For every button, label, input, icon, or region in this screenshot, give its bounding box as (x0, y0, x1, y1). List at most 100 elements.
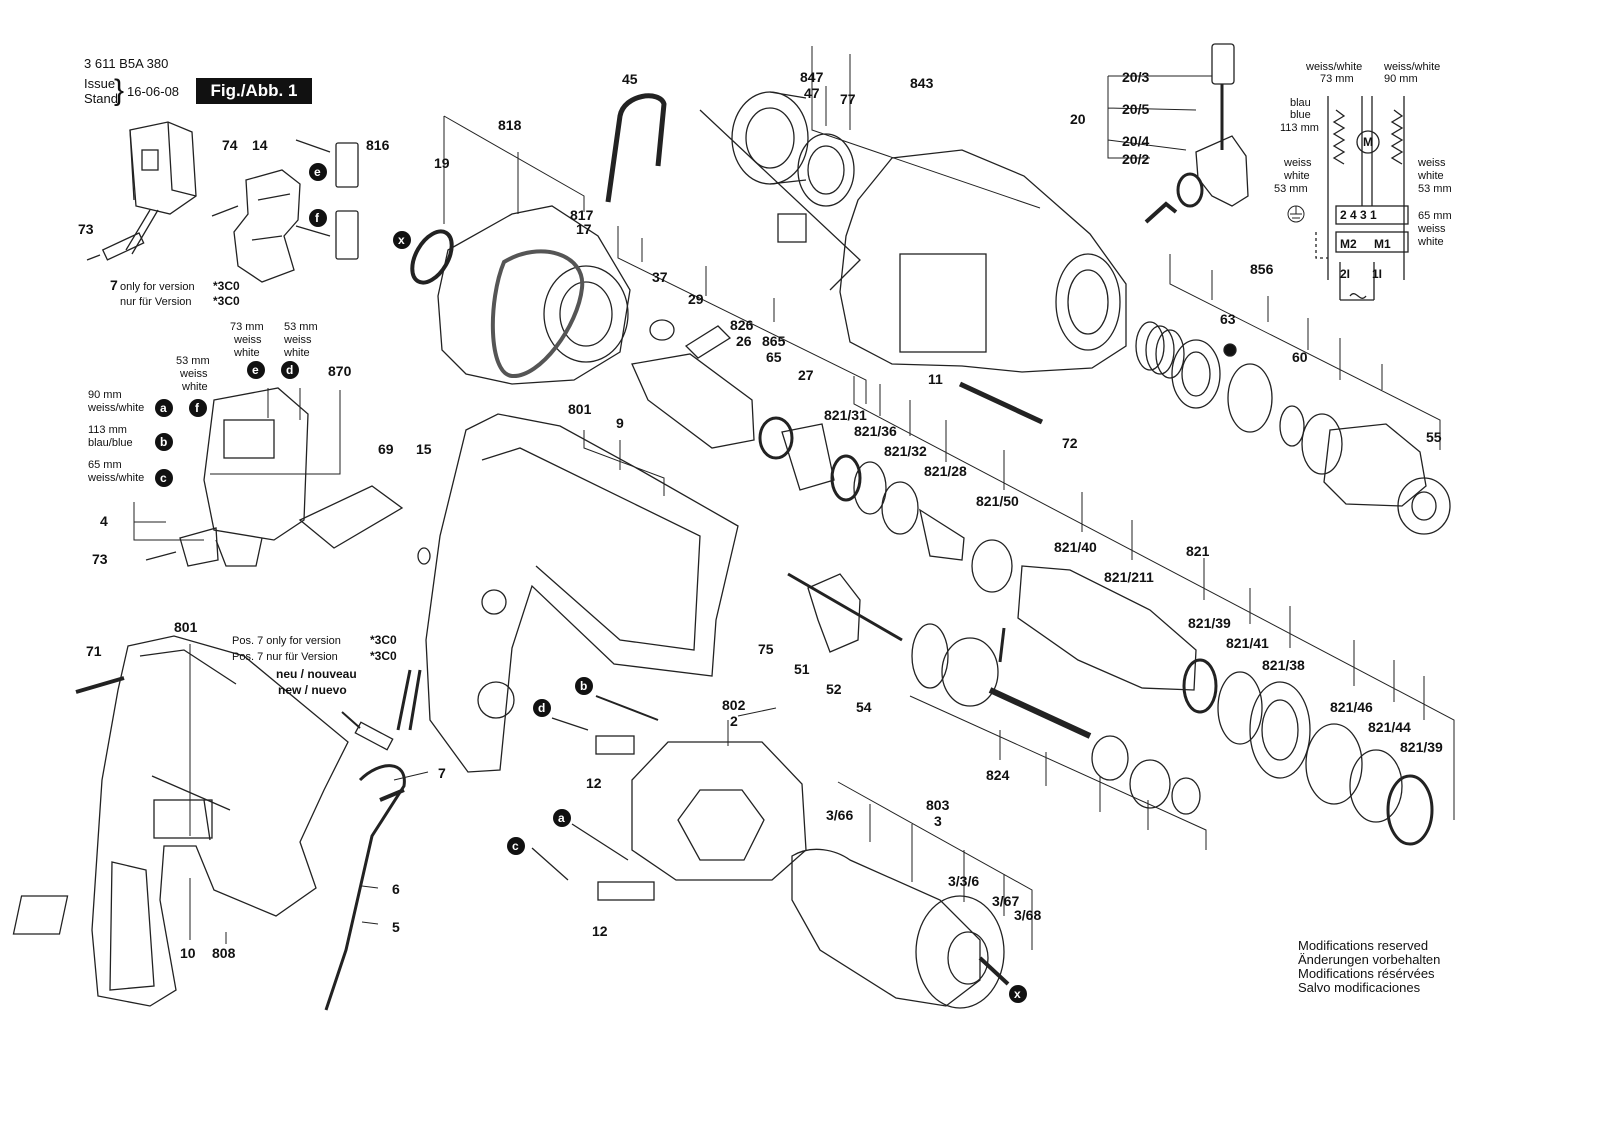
svg-text:blau/blue: blau/blue (88, 437, 133, 449)
part-label: 5 (392, 919, 400, 935)
part-label: 20/2 (1122, 151, 1149, 167)
callout-b: b (160, 435, 167, 449)
brush-holder-shape (233, 169, 301, 283)
part-label: 37 (652, 269, 668, 285)
spring-856-shape (1135, 321, 1185, 379)
hammer-tube-shape (1017, 565, 1197, 691)
leader-lines (133, 46, 1455, 950)
part-label: 847 (800, 69, 824, 85)
svg-text:weiss: weiss (1417, 223, 1446, 235)
svg-text:weiss/white: weiss/white (1383, 61, 1440, 73)
part-label: 3/66 (826, 807, 853, 823)
part-label: 821/38 (1262, 657, 1305, 673)
figure-badge: Fig./Abb. 1 (196, 78, 312, 104)
svg-text:M: M (1363, 135, 1373, 149)
notice-line: Modifications résérvées (1298, 966, 1435, 981)
locking-sleeve-55-shape (1323, 423, 1451, 535)
part-label: 821/44 (1368, 719, 1411, 735)
part-label: 51 (794, 661, 810, 677)
bolt-821-28-shape (919, 508, 965, 561)
part-label: 821/211 (1104, 569, 1154, 585)
modifications-notice: Modifications reserved Änderungen vorbeh… (1298, 939, 1440, 995)
circlip-60-shape (1279, 405, 1305, 447)
svg-text:73 mm: 73 mm (1320, 73, 1354, 85)
part-label: 818 (498, 117, 522, 133)
switch-870-shape (203, 387, 309, 567)
part-label: 27 (798, 367, 814, 383)
part-label: 26 (736, 333, 752, 349)
part-label: 801 (568, 401, 592, 417)
part-label: 12 (592, 923, 608, 939)
part-labels: 73 74 14 816 7 only for version *3C0 nur… (78, 69, 1443, 961)
part-label: 65 (766, 349, 782, 365)
part-label: 77 (840, 91, 856, 107)
shift-rod-shape (787, 572, 903, 642)
part-label: 803 (926, 797, 950, 813)
gear-shaft-824-shape (911, 623, 1201, 815)
version-code: *3C0 (213, 279, 240, 293)
svg-text:1I: 1I (1372, 267, 1382, 281)
retaining-spring-shape (605, 93, 667, 203)
screw-74-shape (211, 205, 239, 217)
svg-text:white: white (1417, 170, 1444, 182)
callout-a: a (558, 811, 565, 825)
svg-text:90 mm: 90 mm (88, 389, 122, 401)
notice-line: Modifications reserved (1298, 938, 1429, 953)
part-label: 843 (910, 75, 934, 91)
svg-text:73 mm: 73 mm (230, 321, 264, 333)
guide-line (699, 109, 861, 291)
callout-f: f (315, 211, 320, 225)
new-note-1: neu / nouveau (276, 667, 357, 681)
washer-37-shape (649, 319, 675, 341)
svg-text:weiss: weiss (283, 334, 312, 346)
terminal-block-shape (597, 881, 655, 901)
part-label: 17 (576, 221, 592, 237)
part-label: 856 (1250, 261, 1274, 277)
pos7-note-de: Pos. 7 nur für Version (232, 651, 338, 663)
svg-text:65 mm: 65 mm (88, 459, 122, 471)
part-label: 821 (1186, 543, 1210, 559)
part-label: 71 (86, 643, 102, 659)
svg-text:90 mm: 90 mm (1384, 73, 1418, 85)
part-label: 821/46 (1330, 699, 1373, 715)
version-code: *3C0 (213, 294, 240, 308)
part-label: 801 (174, 619, 198, 635)
gear-821-38-shape (1249, 681, 1311, 779)
part-label: 19 (434, 155, 450, 171)
svg-text:weiss: weiss (1417, 157, 1446, 169)
svg-text:blue: blue (1290, 109, 1311, 121)
part-label: 7 (110, 277, 118, 293)
svg-text:weiss/white: weiss/white (1305, 61, 1362, 73)
part-label: 2 (730, 713, 738, 729)
spring-washer-shape (1227, 363, 1273, 433)
part-label: 60 (1292, 349, 1308, 365)
part-label: 69 (378, 441, 394, 457)
svg-text:53 mm: 53 mm (176, 355, 210, 367)
part-label: 10 (180, 945, 196, 961)
callout-c: c (512, 839, 519, 853)
svg-text:white: white (283, 347, 310, 359)
callout-c: c (160, 471, 167, 485)
callout-a: a (160, 401, 167, 415)
svg-text:weiss/white: weiss/white (87, 472, 144, 484)
pin-29-shape (684, 325, 732, 359)
part-label: 3/3/6 (948, 873, 979, 889)
part-label: 821/50 (976, 493, 1019, 509)
version-note-en: only for version (120, 281, 195, 293)
callout-markers: e f x e d a f b c b d a c x (155, 163, 1027, 1003)
notice-line: Salvo modificaciones (1298, 980, 1421, 995)
o-ring-19-shape (410, 229, 454, 285)
carbon-brush-shape (335, 142, 359, 188)
svg-text:white: white (233, 347, 260, 359)
svg-text:white: white (1417, 236, 1444, 248)
switch-illustration (125, 121, 197, 255)
part-label: 817 (570, 207, 594, 223)
svg-text:blau: blau (1290, 97, 1311, 109)
part-label: 808 (212, 945, 236, 961)
part-label: 821/39 (1400, 739, 1443, 755)
svg-text:white: white (1283, 170, 1310, 182)
screw-72-shape (958, 381, 1044, 425)
part-label: 816 (366, 137, 390, 153)
